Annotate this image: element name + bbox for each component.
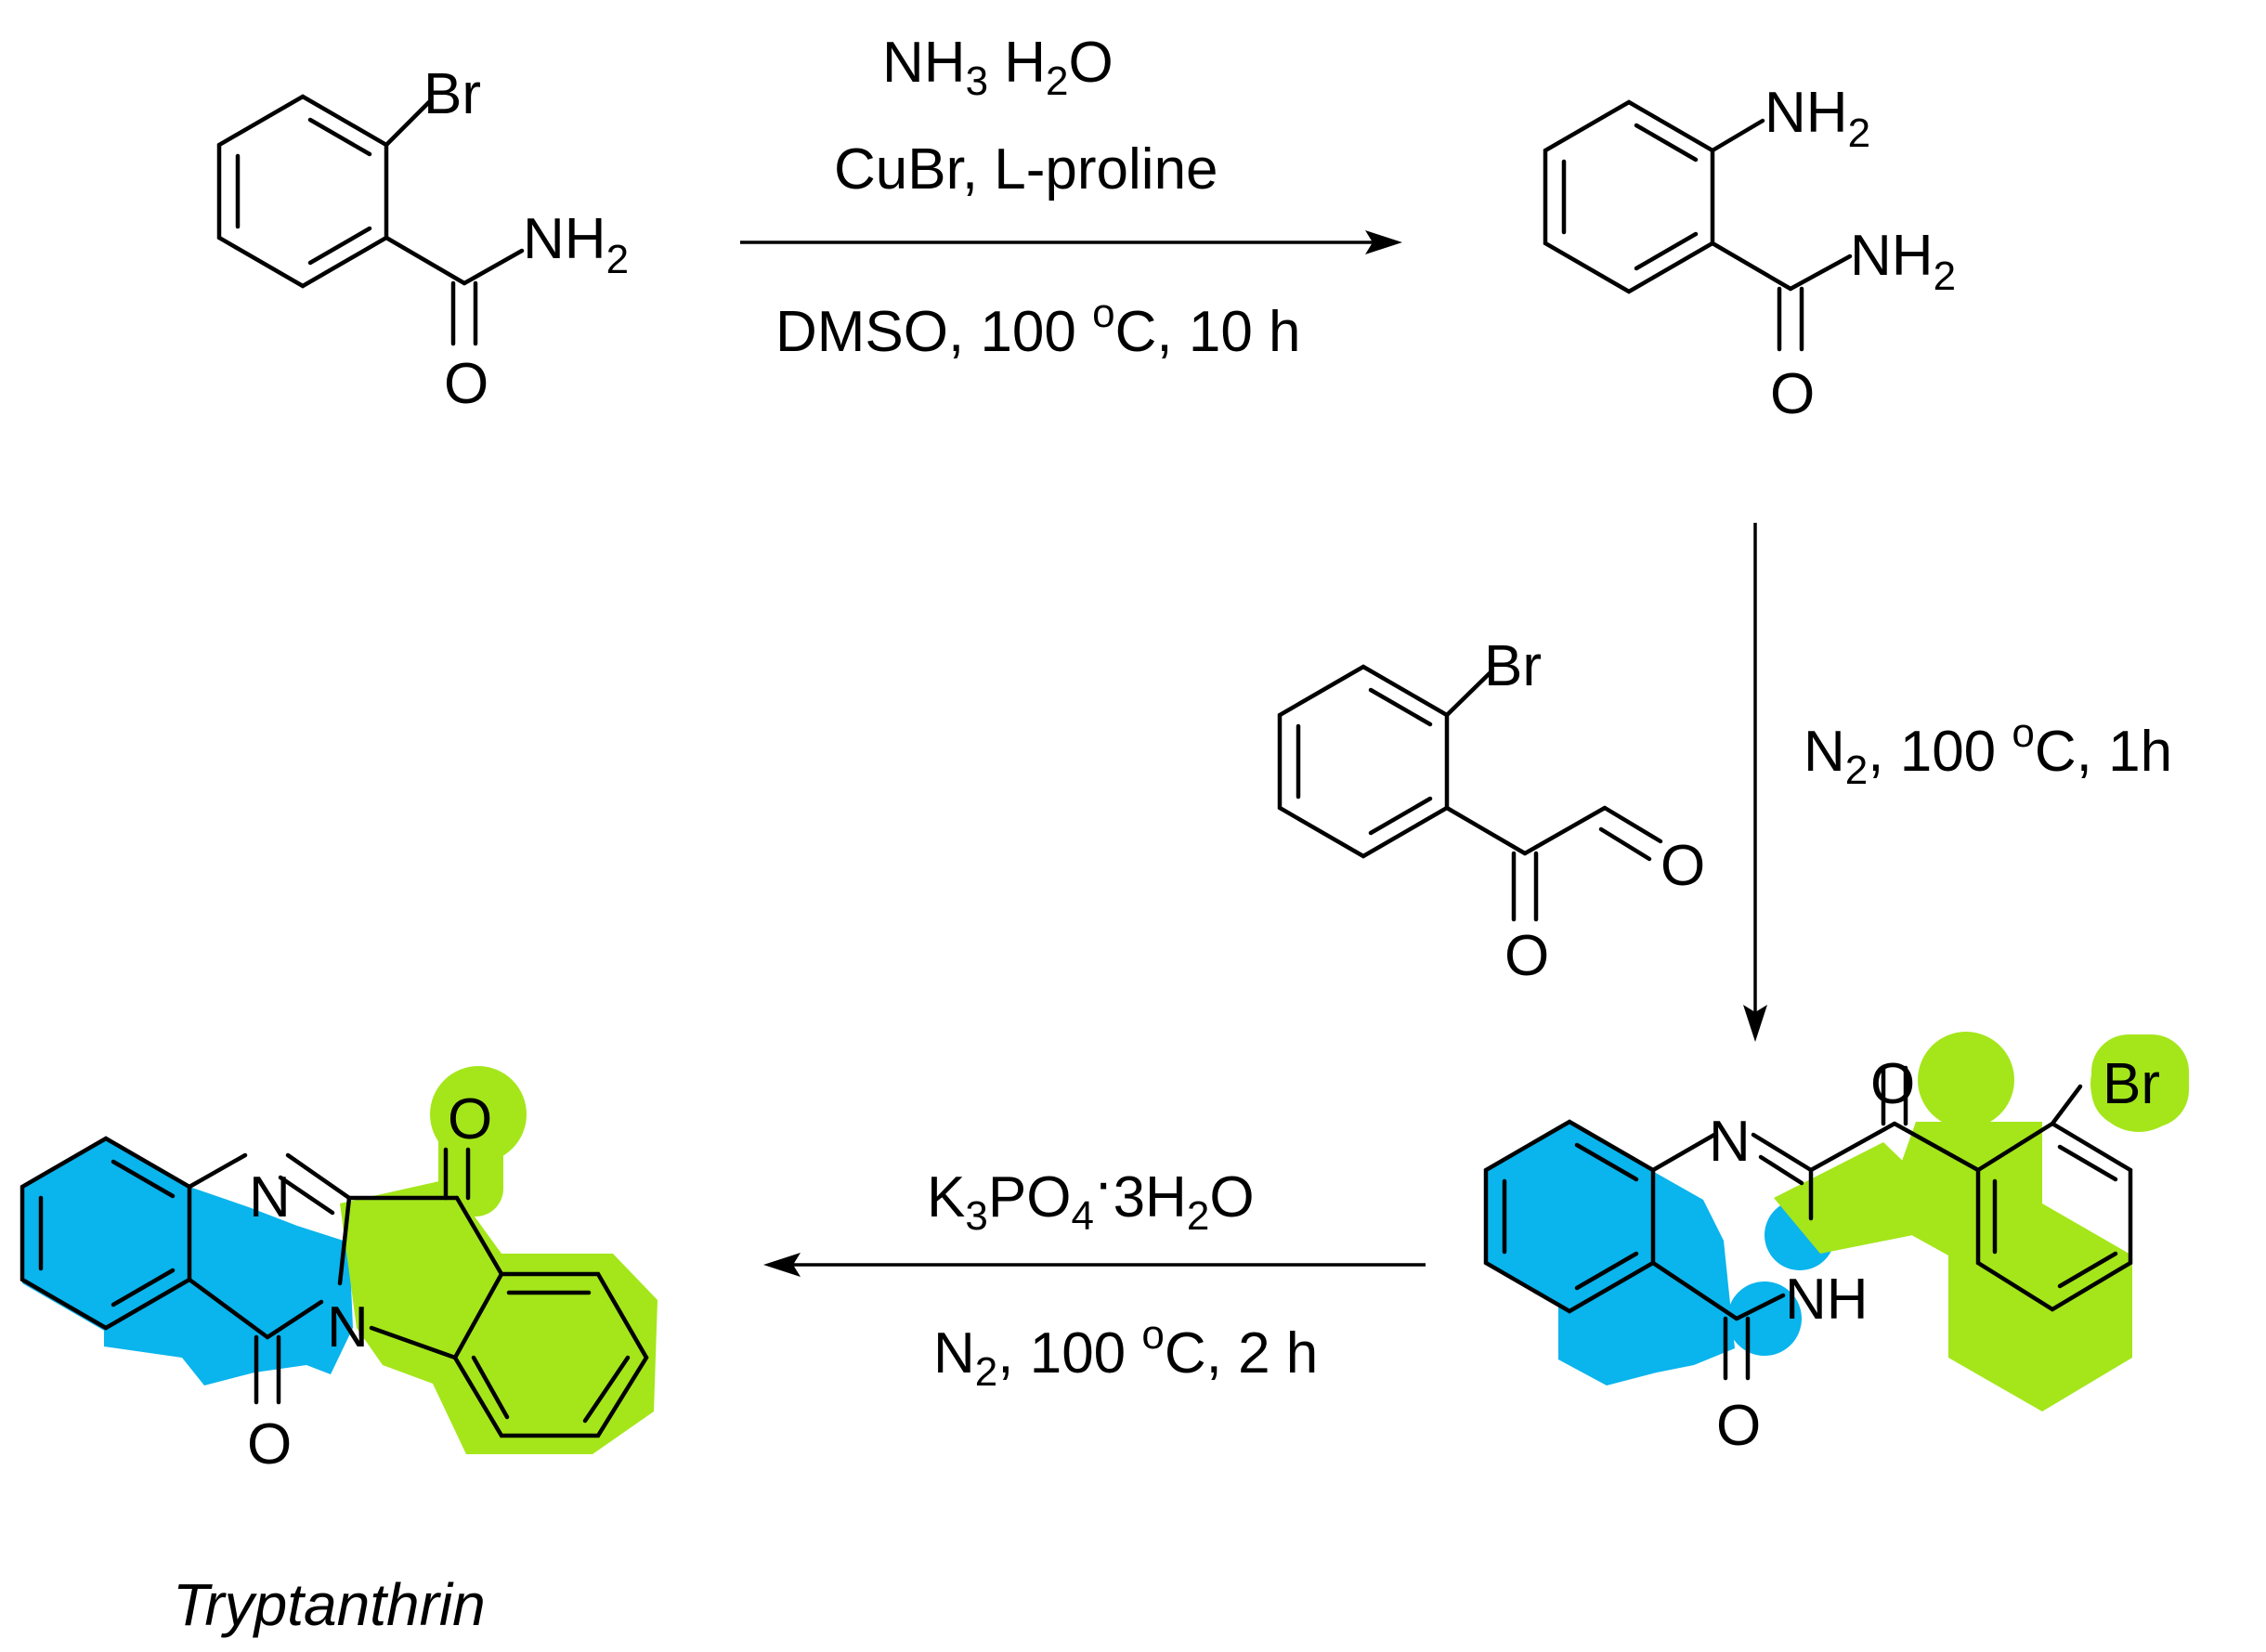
reagent-2-bromophenylglyoxal: Br O O (1277, 634, 1705, 988)
step1-catalyst: CuBr, L-proline (834, 137, 1218, 202)
atom-n-amide: N (327, 1295, 369, 1359)
compound-quinazolinone-intermediate: N NH O O Br (1483, 1032, 2189, 1458)
benzene-ring (216, 94, 525, 346)
step3-reagents: K3PO4·3H2O (927, 1151, 1255, 1239)
atom-o: O (1770, 362, 1815, 426)
highlight-green (1774, 1032, 2189, 1411)
atom-n: N (1709, 1110, 1751, 1174)
reaction-arrow-1 (740, 230, 1402, 254)
atom-nh2: NH2 (523, 207, 629, 282)
atom-o-ketone: O (448, 1087, 492, 1151)
compound-2-aminobenzamide: NH2 NH2 O (1543, 81, 1956, 426)
atom-o-ketone: O (1870, 1052, 1915, 1116)
reaction-arrow-3 (763, 1253, 1426, 1277)
product-name: Tryptanthrin (173, 1571, 486, 1638)
highlight-green (340, 1066, 658, 1454)
reaction-arrow-2 (1743, 523, 1767, 1042)
atom-n-imine: N (249, 1165, 291, 1229)
atom-o-aldehyde: O (1660, 834, 1705, 898)
atom-br: Br (1484, 634, 1542, 698)
atom-br: Br (2103, 1052, 2160, 1116)
atom-o-lactam: O (1716, 1394, 1761, 1458)
compound-2-bromobenzamide: Br NH2 O (216, 62, 629, 416)
atom-nh2-amide: NH2 (1850, 224, 1956, 299)
atom-o-ketone: O (1504, 924, 1549, 988)
step1-conditions: DMSO, 100 oC, 10 h (775, 291, 1301, 364)
compound-tryptanthrin: N N O O (20, 1066, 658, 1476)
atom-nh2-amine: NH2 (1765, 81, 1870, 156)
step1-reagents: NH3 H2O (882, 31, 1113, 104)
step3-conditions: N2, 100 oC, 2 h (933, 1312, 1318, 1395)
atom-br: Br (423, 62, 481, 126)
atom-nh: NH (1785, 1268, 1869, 1332)
step2-conditions: N2, 100 oC, 1h (1804, 710, 2172, 793)
highlight-blue (1486, 1122, 1835, 1385)
atom-o-lactam: O (247, 1412, 292, 1476)
atom-o: O (444, 352, 488, 416)
